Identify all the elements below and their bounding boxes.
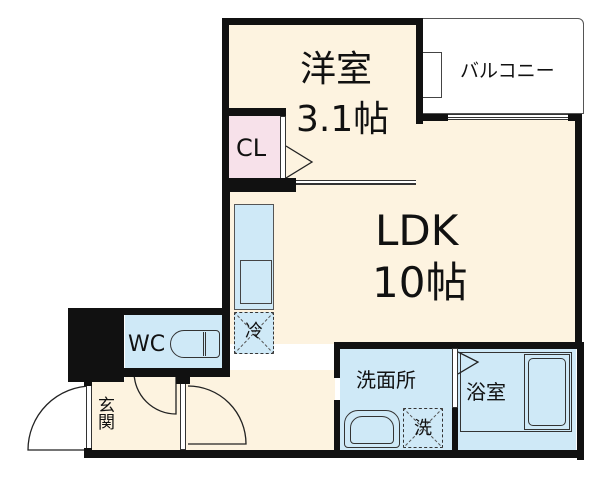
closet-area xyxy=(228,116,280,178)
wall xyxy=(334,342,340,378)
wall xyxy=(452,408,458,458)
wall xyxy=(84,376,92,386)
ldk-window xyxy=(448,114,568,120)
wall xyxy=(222,178,296,192)
bathroom xyxy=(458,348,576,450)
toilet-label: WC xyxy=(128,332,166,357)
wc-door-swing-icon xyxy=(133,371,177,415)
wall xyxy=(416,114,448,121)
wall xyxy=(68,308,230,315)
closet-label: CL xyxy=(236,134,267,162)
closet-door-arrow-icon xyxy=(286,145,314,179)
outdoor-unit xyxy=(422,52,442,98)
washing-machine-space xyxy=(403,408,443,448)
bathroom-door-arrow-icon xyxy=(458,351,480,375)
hall-door-swing-icon xyxy=(187,385,247,445)
entrance-floor xyxy=(92,380,125,452)
bathtub-inner xyxy=(528,358,566,426)
western-room-window xyxy=(296,180,416,185)
balcony-label: バルコニー xyxy=(460,60,555,82)
bathtub-icon xyxy=(524,354,570,430)
bath-door-jamb xyxy=(452,348,458,408)
western-room-size: 3.1帖 xyxy=(296,99,390,140)
wall xyxy=(334,400,340,458)
western-room-label: 洋室 xyxy=(300,49,373,90)
wall xyxy=(176,376,190,384)
toilet-bowl-icon xyxy=(170,330,220,358)
toilet-tank-line xyxy=(203,332,206,356)
entrance-door-jamb xyxy=(86,384,92,450)
wall xyxy=(222,108,286,116)
wall xyxy=(334,342,584,349)
hall-door-jamb xyxy=(180,382,186,450)
wall xyxy=(68,308,124,382)
washing-machine-cross-icon xyxy=(403,408,443,448)
ldk-size: 10帖 xyxy=(372,258,468,307)
ldk-floor xyxy=(228,120,578,344)
wall xyxy=(222,18,229,192)
refrigerator-label: 冷 xyxy=(245,321,263,342)
bathroom-label: 浴室 xyxy=(466,380,506,404)
entrance-label: 玄関 xyxy=(94,396,114,430)
wall xyxy=(452,342,458,348)
wall xyxy=(416,18,423,124)
kitchen-sink xyxy=(240,260,272,304)
washing-machine-label: 洗 xyxy=(414,418,432,439)
wall xyxy=(222,308,230,376)
wall xyxy=(222,18,422,25)
balcony xyxy=(418,18,584,114)
wall xyxy=(222,192,230,312)
washroom-label: 洗面所 xyxy=(356,368,416,392)
wall xyxy=(577,342,584,460)
wall xyxy=(575,114,582,346)
entrance-door-swing-icon xyxy=(27,385,92,451)
wall xyxy=(84,448,92,458)
wash-basin-icon xyxy=(344,410,400,448)
wall xyxy=(122,368,230,377)
wash-basin-bowl xyxy=(350,416,394,444)
ldk-label: LDK xyxy=(375,206,459,255)
refrigerator-space xyxy=(234,312,274,354)
bathtub-frame xyxy=(460,352,572,432)
wall xyxy=(568,114,580,121)
